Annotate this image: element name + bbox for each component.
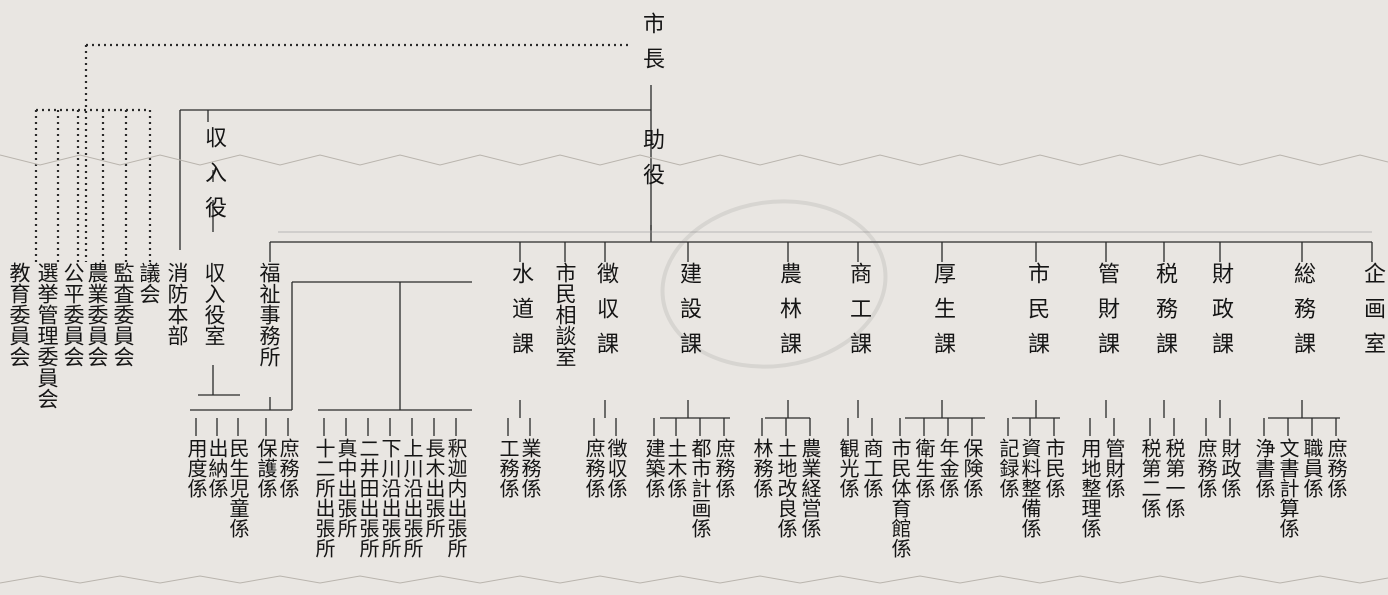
section: 記録係: [996, 438, 1020, 498]
section: 用地整理係: [1078, 438, 1102, 538]
section: 庶務係: [582, 438, 606, 498]
section: 庶務係: [276, 438, 300, 498]
section: 上川沿出張所: [400, 438, 424, 558]
section: 業務係: [518, 438, 542, 498]
section: 市民体育館係: [888, 438, 912, 558]
committee-fairness: 公平委員会: [61, 262, 85, 367]
section: 資料整備係: [1018, 438, 1042, 538]
committee-education: 教育委員会: [7, 262, 31, 367]
section: 観光係: [836, 438, 860, 498]
section: 土地改良係: [774, 438, 798, 538]
dept-citizen-consultation: 市民相談室: [553, 262, 577, 367]
section: 職員係: [1300, 438, 1324, 498]
section: 都市計画係: [688, 438, 712, 538]
dept-water: 水道課: [508, 262, 533, 367]
fire-department: 消防本部: [165, 262, 189, 346]
section: 管財係: [1102, 438, 1126, 498]
section: 庶務係: [712, 438, 736, 498]
section: 林務係: [750, 438, 774, 498]
dept-property: 管財課: [1094, 262, 1119, 367]
section: 商工係: [860, 438, 884, 498]
dept-planning: 企画室: [1360, 262, 1385, 367]
dept-general-affairs: 総務課: [1290, 262, 1315, 367]
dept-construction: 建設課: [676, 262, 701, 367]
section: 二井田出張所: [356, 438, 380, 558]
section: 土木係: [664, 438, 688, 498]
section: 出納係: [205, 438, 229, 498]
dept-tax: 税務課: [1152, 262, 1177, 367]
section: 財政係: [1218, 438, 1242, 498]
section: 保険係: [960, 438, 984, 498]
section: 年金係: [936, 438, 960, 498]
section: 農業経営係: [798, 438, 822, 538]
dept-commerce-industry: 商工課: [846, 262, 871, 367]
section: 真中出張所: [334, 438, 358, 538]
dept-welfare-office: 福祉事務所: [257, 262, 281, 367]
section: 税第一係: [1162, 438, 1186, 518]
section: 用度係: [184, 438, 208, 498]
committee-agriculture: 農業委員会: [85, 262, 109, 367]
section: 十二所出張所: [312, 438, 336, 558]
dept-welfare: 厚生課: [930, 262, 955, 367]
section: 庶務係: [1324, 438, 1348, 498]
section: 衛生係: [912, 438, 936, 498]
section: 庶務係: [1194, 438, 1218, 498]
committee-audit: 監査委員会: [111, 262, 135, 367]
dept-collection: 徴収課: [593, 262, 618, 367]
section: 民生児童係: [226, 438, 250, 538]
section: 保護係: [254, 438, 278, 498]
section: 釈迦内出張所: [444, 438, 468, 558]
section: 徴収係: [604, 438, 628, 498]
dept-finance: 財政課: [1208, 262, 1233, 367]
committee-election: 選挙管理委員会: [35, 262, 59, 409]
section: 長木出張所: [422, 438, 446, 538]
section: 文書計算係: [1276, 438, 1300, 538]
dept-agriculture-forestry: 農林課: [776, 262, 801, 367]
section: 税第二係: [1138, 438, 1162, 518]
dept-citizen: 市民課: [1024, 262, 1049, 367]
section: 建築係: [642, 438, 666, 498]
treasurer-office: 収入役室: [202, 262, 226, 346]
treasurer-label: 収入役: [201, 126, 226, 231]
section: 浄書係: [1252, 438, 1276, 498]
section: 市民係: [1042, 438, 1066, 498]
deputy-mayor-label: 助役: [639, 128, 664, 198]
section: 下川沿出張所: [378, 438, 402, 558]
section: 工務係: [496, 438, 520, 498]
mayor-label: 市長: [639, 12, 664, 82]
council: 議会: [137, 262, 161, 304]
